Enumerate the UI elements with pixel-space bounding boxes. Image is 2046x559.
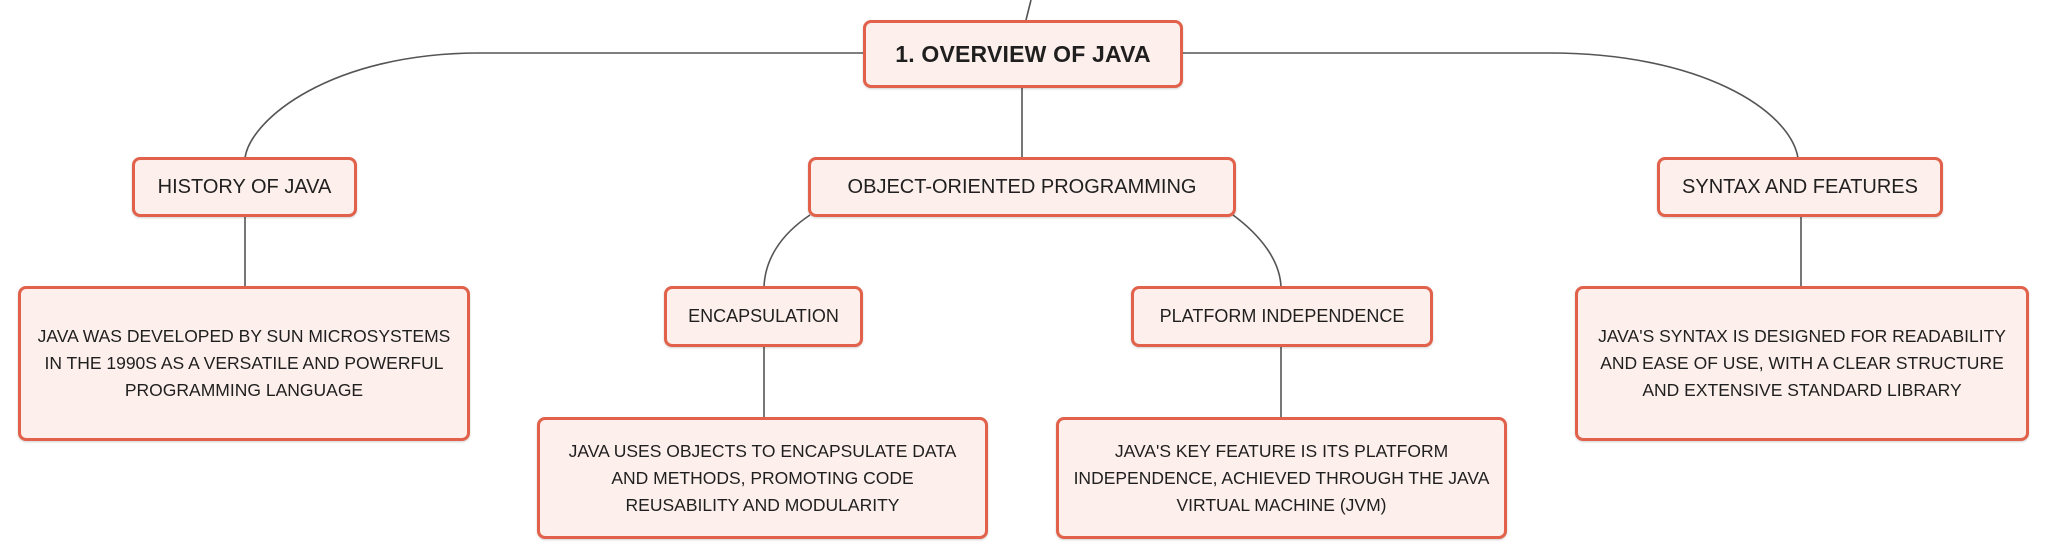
subtopic-label: ENCAPSULATION [688,306,839,326]
connector-root-syntax [1183,52,1799,159]
subtopic-label: PLATFORM INDEPENDENCE [1159,306,1405,326]
subtopic-encapsulation[interactable]: ENCAPSULATION [664,286,863,347]
topic-label: OBJECT-ORIENTED PROGRAMMING [847,175,1197,198]
topic-label: HISTORY OF JAVA [157,175,332,198]
detail-encapsulation[interactable]: JAVA USES OBJECTS TO ENCAPSULATE DATA AN… [537,417,988,539]
detail-text: JAVA USES OBJECTS TO ENCAPSULATE DATA AN… [568,440,957,515]
detail-text: JAVA WAS DEVELOPED BY SUN MICROSYSTEMS I… [37,326,451,400]
topic-history-of-java[interactable]: HISTORY OF JAVA [132,157,357,217]
connector-oop-encapsulation [763,214,811,288]
root-label: 1. OVERVIEW OF JAVA [895,40,1151,67]
connector-root-history [244,52,866,159]
detail-history[interactable]: JAVA WAS DEVELOPED BY SUN MICROSYSTEMS I… [18,286,470,441]
topic-syntax-and-features[interactable]: SYNTAX AND FEATURES [1657,157,1943,217]
topic-object-oriented-programming[interactable]: OBJECT-ORIENTED PROGRAMMING [808,157,1236,217]
topic-label: SYNTAX AND FEATURES [1682,175,1918,198]
connector-oop-platform [1232,214,1282,288]
detail-text: JAVA'S KEY FEATURE IS ITS PLATFORM INDEP… [1073,440,1490,515]
detail-platform-independence[interactable]: JAVA'S KEY FEATURE IS ITS PLATFORM INDEP… [1056,417,1507,539]
root-node[interactable]: 1. OVERVIEW OF JAVA [863,20,1183,88]
subtopic-platform-independence[interactable]: PLATFORM INDEPENDENCE [1131,286,1433,347]
detail-text: JAVA'S SYNTAX IS DESIGNED FOR READABILIT… [1598,326,2006,400]
detail-syntax[interactable]: JAVA'S SYNTAX IS DESIGNED FOR READABILIT… [1575,286,2029,441]
connector-parent-root [1025,0,1032,21]
